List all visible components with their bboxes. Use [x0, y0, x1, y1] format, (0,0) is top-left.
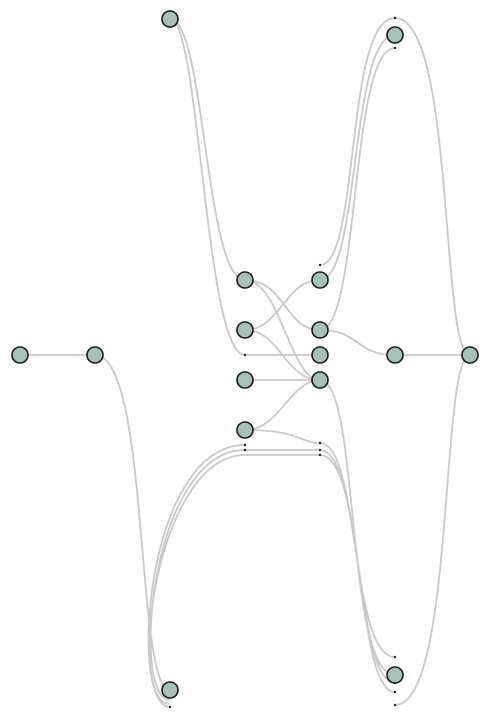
edge-waypoint	[393, 16, 397, 20]
edge-n8-n15	[244, 429, 396, 658]
graph-node-n15[interactable]	[386, 666, 404, 684]
edge-n4-n5	[169, 18, 246, 281]
graph-node-n1[interactable]	[11, 346, 29, 364]
edge-waypoint	[243, 448, 247, 452]
graph-node-n2[interactable]	[86, 346, 104, 364]
edge-waypoint	[318, 453, 322, 457]
edge-n9-n14	[319, 34, 396, 281]
edge-n12-n15	[319, 379, 396, 676]
graph-node-n5[interactable]	[236, 271, 254, 289]
edge-waypoint	[168, 705, 172, 709]
graph-node-n3[interactable]	[161, 681, 179, 699]
edge-n4-n11	[169, 18, 320, 356]
edge-n15-n16	[394, 354, 471, 706]
edge-n3-n8	[149, 449, 246, 701]
edge-waypoint	[318, 263, 322, 267]
edge-waypoint	[318, 441, 322, 445]
edge-n10-n13	[319, 329, 396, 356]
graph-node-n14[interactable]	[386, 26, 404, 44]
edge-n3-n8	[147, 444, 246, 708]
edge-waypoint	[393, 46, 397, 50]
graph-node-n4[interactable]	[161, 10, 179, 28]
edge-n2-n3	[94, 354, 171, 691]
edge-n14-n16	[394, 17, 471, 356]
edge-waypoint	[243, 443, 247, 447]
graph-node-n8[interactable]	[236, 421, 254, 439]
edge-layer	[20, 17, 471, 708]
edge-n5-n12	[244, 279, 321, 381]
edge-waypoint	[393, 690, 397, 694]
graph-node-n7[interactable]	[236, 371, 254, 389]
node-layer	[11, 10, 479, 699]
edge-n10-n14	[319, 47, 396, 331]
edge-n9-n14	[319, 17, 396, 266]
edge-n6-n9	[244, 279, 321, 331]
graph-node-n6[interactable]	[236, 321, 254, 339]
graph-node-n16[interactable]	[461, 346, 479, 364]
graph-node-n13[interactable]	[386, 346, 404, 364]
edge-waypoint	[243, 353, 247, 357]
edge-waypoint	[393, 655, 397, 659]
graph-node-n10[interactable]	[311, 321, 329, 339]
graph-node-n11[interactable]	[311, 346, 329, 364]
edge-n8-n15	[245, 454, 396, 693]
edge-n5-n10	[244, 279, 321, 331]
edge-waypoint	[318, 448, 322, 452]
graph-node-n12[interactable]	[311, 371, 329, 389]
edge-n6-n12	[244, 329, 321, 381]
waypoint-layer	[168, 16, 397, 709]
edge-n8-n12	[244, 379, 321, 431]
edge-waypoint	[393, 703, 397, 707]
graph-node-n9[interactable]	[311, 271, 329, 289]
edge-n3-n8	[148, 454, 246, 705]
